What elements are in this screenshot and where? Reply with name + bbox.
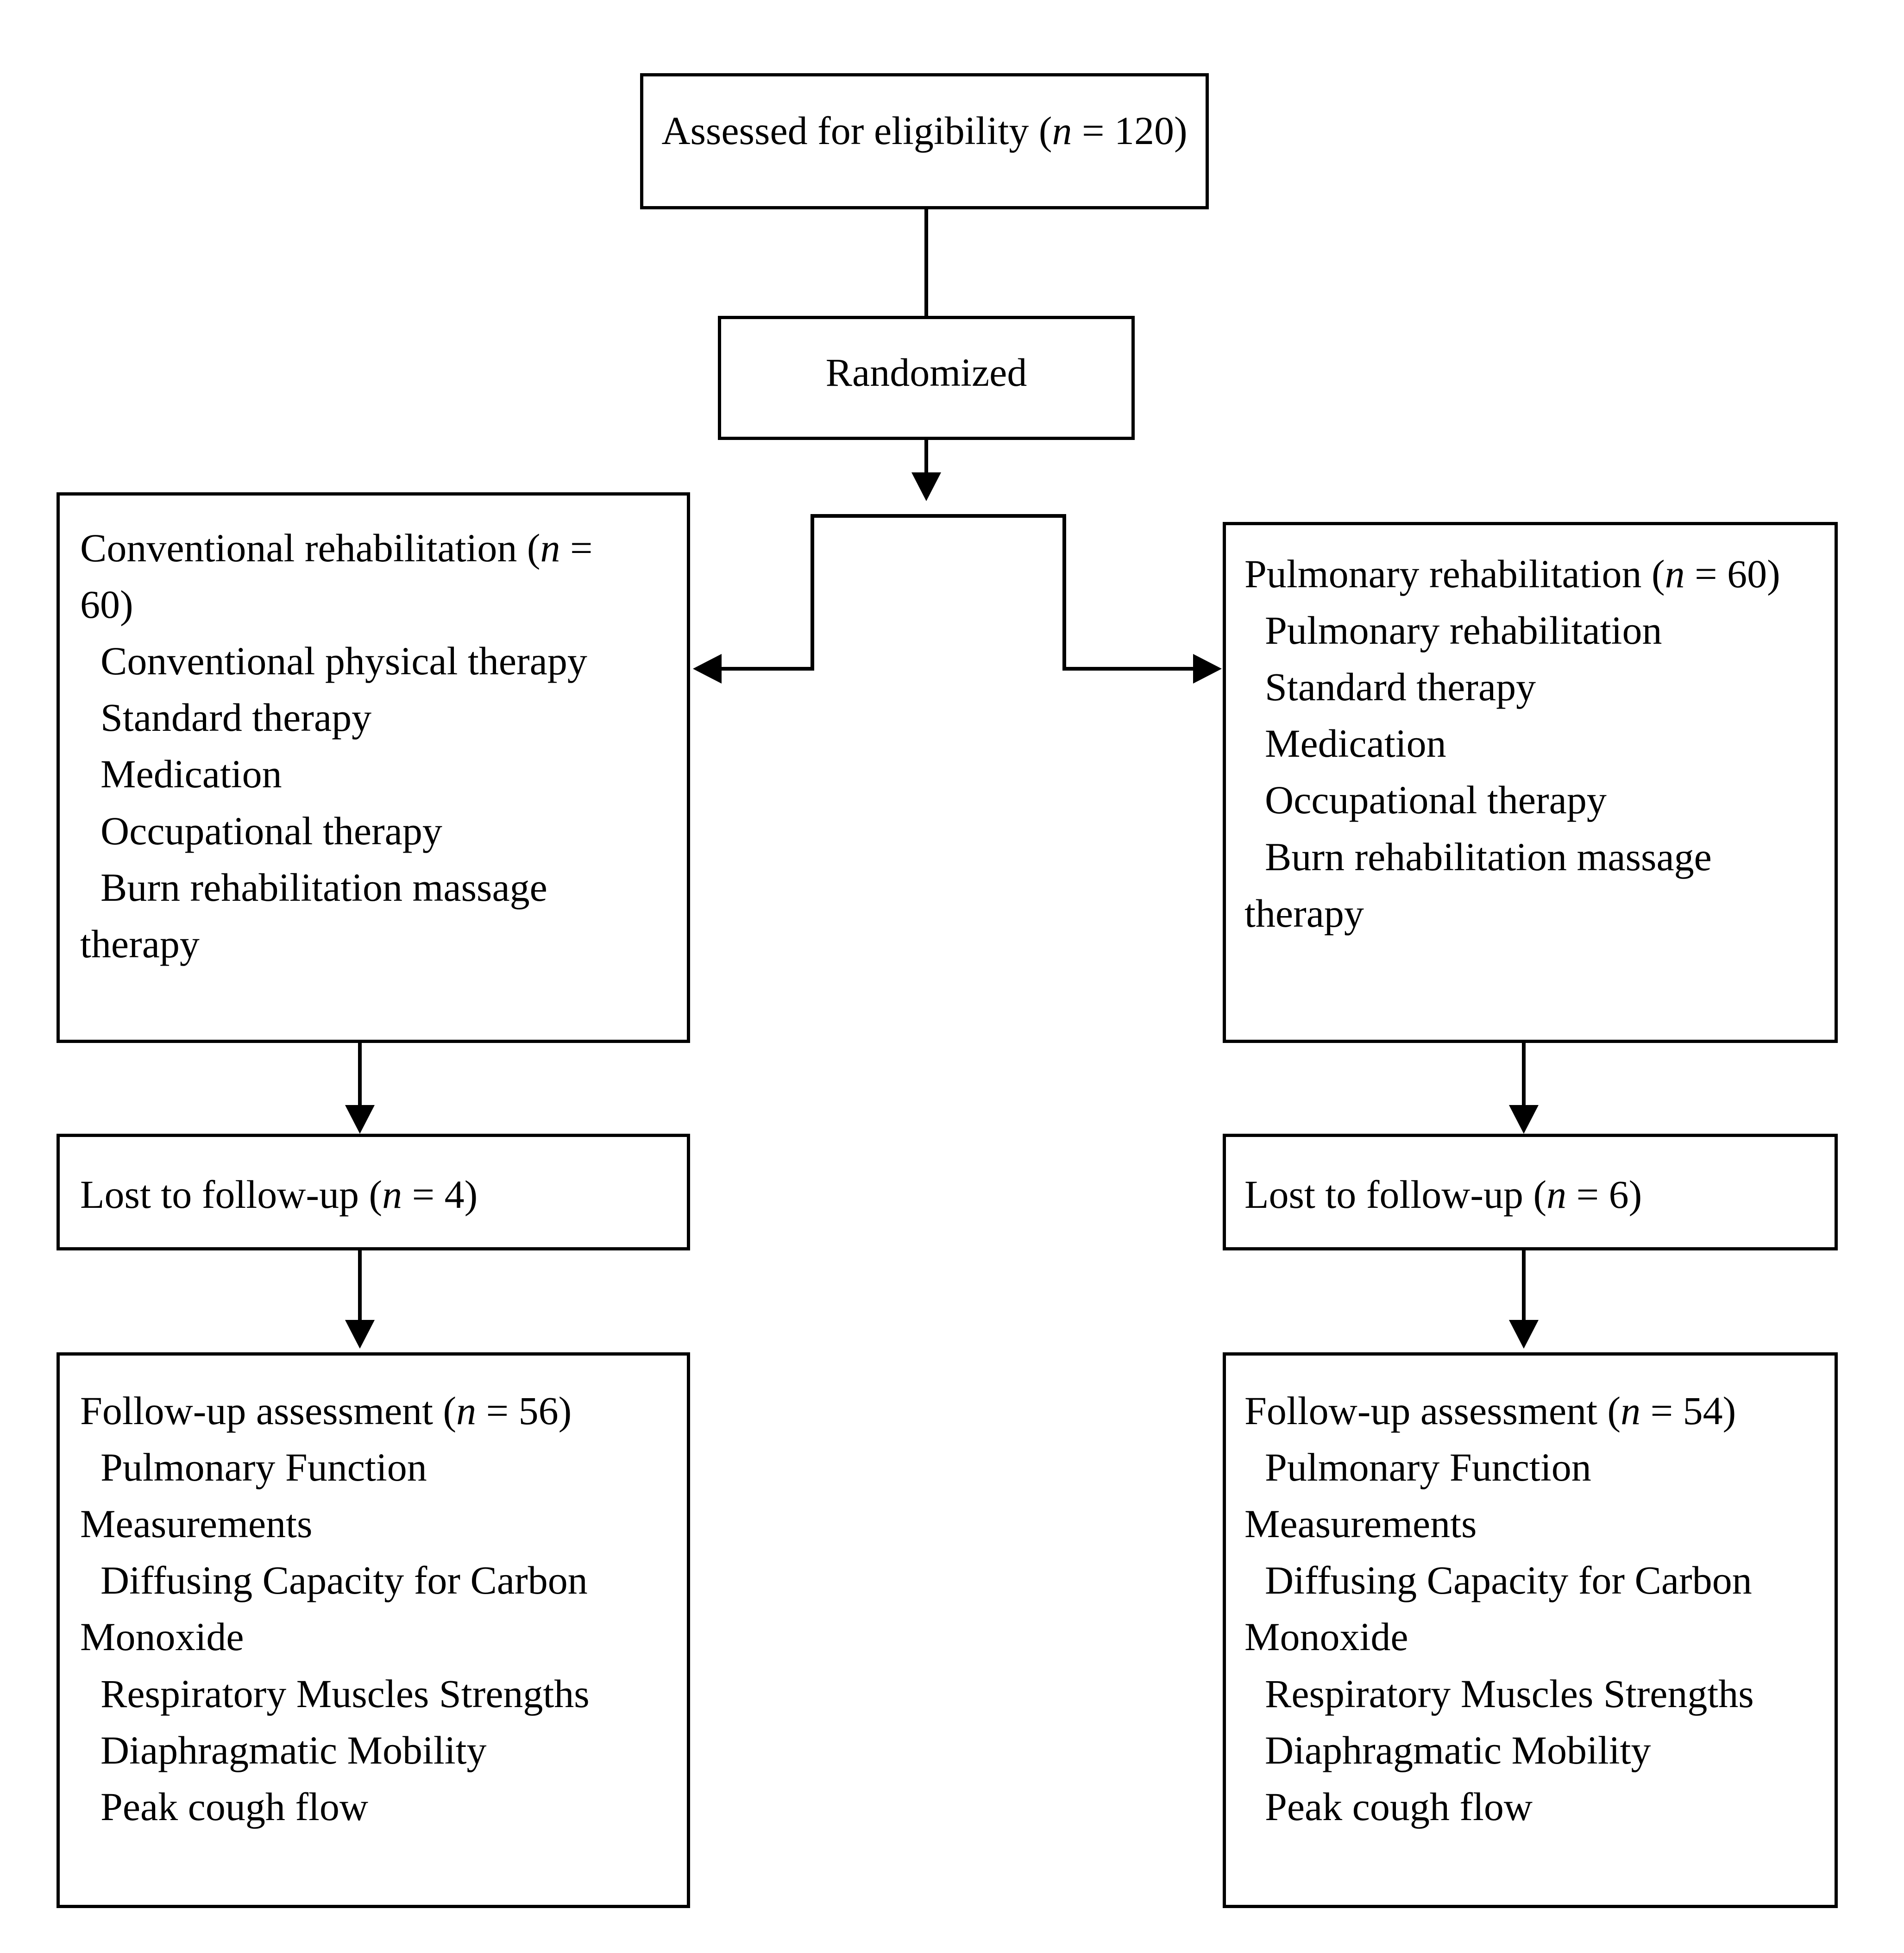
- right-followup-title-before: Follow-up assessment (: [1244, 1388, 1621, 1433]
- pulmonary-title-after: = 60): [1684, 552, 1780, 596]
- assessed-label-text: Assessed for eligibility (: [661, 108, 1052, 153]
- left-followup-title-after: = 56): [476, 1388, 572, 1433]
- list-item: therapy: [1244, 891, 1364, 936]
- left-lost-n-symbol: n: [382, 1172, 402, 1217]
- list-item: Burn rehabilitation massage: [1265, 834, 1712, 879]
- connector-split-left-leg: [811, 514, 814, 671]
- node-pulmonary-rehabilitation: Pulmonary rehabilitation (n = 60) Pulmon…: [1223, 522, 1838, 1043]
- left-lost-label-after: = 4): [402, 1172, 478, 1217]
- connector-branch-left-line: [722, 667, 814, 671]
- right-followup-content: Follow-up assessment (n = 54) Pulmonary …: [1226, 1382, 1835, 1835]
- connector-branch-right-arrowhead: [1193, 654, 1222, 684]
- list-item: Pulmonary Function: [101, 1445, 427, 1490]
- node-left-followup-assessment: Follow-up assessment (n = 56) Pulmonary …: [57, 1352, 690, 1908]
- right-followup-title: Follow-up assessment (n = 54): [1244, 1382, 1816, 1439]
- right-lost-to-followup-label: Lost to follow-up (n = 6): [1226, 1170, 1835, 1219]
- node-randomized: Randomized: [718, 316, 1135, 440]
- left-followup-title: Follow-up assessment (n = 56): [80, 1382, 666, 1439]
- assessed-n-value: = 120): [1072, 108, 1188, 153]
- list-item: Pulmonary rehabilitation: [1265, 608, 1662, 653]
- conventional-title-wrap: 60): [80, 582, 133, 627]
- list-item: Diaphragmatic Mobility: [101, 1727, 487, 1772]
- conventional-title-before: Conventional rehabilitation (: [80, 526, 540, 570]
- connector-left-lost-to-followup: [358, 1250, 362, 1320]
- assessed-for-eligibility-label: Assessed for eligibility (n = 120): [643, 109, 1206, 153]
- node-assessed-for-eligibility: Assessed for eligibility (n = 120): [640, 73, 1209, 209]
- left-lost-label-before: Lost to follow-up (: [80, 1172, 383, 1217]
- right-followup-title-after: = 54): [1640, 1388, 1736, 1433]
- list-item: Conventional physical therapy: [101, 639, 587, 684]
- connector-randomized-arrowhead: [911, 472, 941, 501]
- node-right-followup-assessment: Follow-up assessment (n = 54) Pulmonary …: [1223, 1352, 1838, 1908]
- list-item: Medication: [1265, 721, 1446, 766]
- right-followup-n-symbol: n: [1621, 1388, 1641, 1433]
- connector-split-right-leg: [1062, 514, 1066, 671]
- connector-left-lost-to-followup-arrowhead: [345, 1320, 375, 1349]
- list-item: Monoxide: [1244, 1614, 1408, 1659]
- left-followup-content: Follow-up assessment (n = 56) Pulmonary …: [60, 1382, 687, 1835]
- list-item: Measurements: [1244, 1501, 1477, 1546]
- left-followup-n-symbol: n: [456, 1388, 477, 1433]
- pulmonary-rehabilitation-content: Pulmonary rehabilitation (n = 60) Pulmon…: [1226, 546, 1835, 942]
- conventional-title-after: =: [560, 526, 593, 570]
- node-conventional-rehabilitation: Conventional rehabilitation (n = 60) Con…: [57, 492, 690, 1043]
- conventional-rehabilitation-content: Conventional rehabilitation (n = 60) Con…: [60, 520, 687, 972]
- list-item: Measurements: [80, 1501, 313, 1546]
- right-lost-label-after: = 6): [1566, 1172, 1642, 1217]
- connector-randomized-stem: [924, 440, 928, 490]
- list-item: Monoxide: [80, 1614, 244, 1659]
- right-lost-label-before: Lost to follow-up (: [1244, 1172, 1547, 1217]
- list-item: Diaphragmatic Mobility: [1265, 1727, 1651, 1772]
- right-lost-n-symbol: n: [1546, 1172, 1567, 1217]
- node-left-lost-to-followup: Lost to follow-up (n = 4): [57, 1134, 690, 1250]
- left-lost-to-followup-label: Lost to follow-up (n = 4): [60, 1170, 687, 1219]
- list-item: Burn rehabilitation massage: [101, 865, 547, 910]
- list-item: Pulmonary Function: [1265, 1445, 1591, 1490]
- list-item: Respiratory Muscles Strengths: [1265, 1671, 1754, 1716]
- connector-right-arm-to-lost: [1522, 1043, 1526, 1105]
- list-item: Diffusing Capacity for Carbon: [1265, 1558, 1752, 1603]
- list-item: therapy: [80, 921, 200, 966]
- list-item: Occupational therapy: [101, 808, 442, 853]
- list-item: Standard therapy: [1265, 665, 1536, 710]
- assessed-n-symbol: n: [1052, 108, 1072, 153]
- list-item: Respiratory Muscles Strengths: [101, 1671, 590, 1716]
- connector-left-arm-to-lost-arrowhead: [345, 1105, 375, 1134]
- pulmonary-n-symbol: n: [1665, 552, 1685, 596]
- list-item: Peak cough flow: [101, 1784, 368, 1829]
- list-item: Standard therapy: [101, 695, 372, 740]
- list-item: Diffusing Capacity for Carbon: [101, 1558, 588, 1603]
- connector-split-bar: [811, 514, 1066, 518]
- pulmonary-title-before: Pulmonary rehabilitation (: [1244, 552, 1665, 596]
- pulmonary-rehabilitation-title: Pulmonary rehabilitation (n = 60): [1244, 546, 1816, 602]
- connector-left-arm-to-lost: [358, 1043, 362, 1105]
- node-right-lost-to-followup: Lost to follow-up (n = 6): [1223, 1134, 1838, 1250]
- list-item: Medication: [101, 752, 282, 797]
- list-item: Peak cough flow: [1265, 1784, 1533, 1829]
- randomized-label: Randomized: [825, 350, 1027, 395]
- connector-right-arm-to-lost-arrowhead: [1509, 1105, 1539, 1134]
- left-followup-title-before: Follow-up assessment (: [80, 1388, 457, 1433]
- connector-right-lost-to-followup: [1522, 1250, 1526, 1320]
- connector-branch-right-line: [1062, 667, 1193, 671]
- conventional-n-symbol: n: [540, 526, 560, 570]
- conventional-rehabilitation-title: Conventional rehabilitation (n =: [80, 520, 666, 576]
- connector-right-lost-to-followup-arrowhead: [1509, 1320, 1539, 1349]
- list-item: Occupational therapy: [1265, 778, 1607, 823]
- connector-branch-left-arrowhead: [693, 654, 722, 684]
- connector-eligibility-to-randomized: [924, 209, 928, 316]
